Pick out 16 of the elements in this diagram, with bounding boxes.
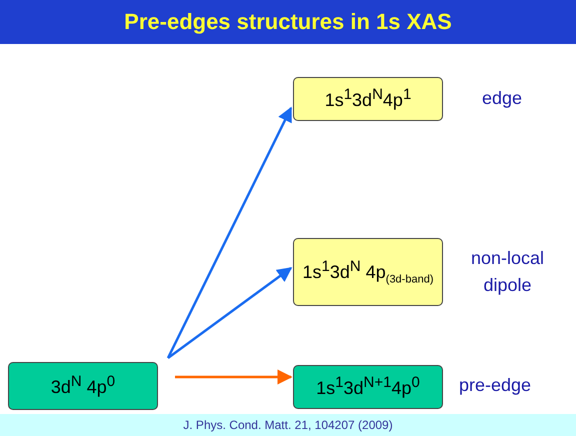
arrow (175, 370, 292, 384)
arrow (167, 267, 292, 359)
title-bar: Pre-edges structures in 1s XAS (0, 0, 576, 44)
state-box (293, 238, 443, 306)
state-label: 1s$^{1}$3d$^{N}$ 4p$_{(3d-band)}$ (302, 256, 434, 288)
transition-label: non-local dipole (470, 247, 546, 297)
caption: J. Phys. Cond. Matt. 21, 104207 (2009) (0, 414, 576, 436)
state-box (8, 362, 158, 410)
arrow (166, 106, 292, 359)
state-label: 3d$^{N}$ 4p$^{0}$ (50, 372, 116, 399)
state-label: 1s$^{1}$3d$^{N}$4p$^{1}$ (324, 85, 412, 112)
state-label: 1s$^{1}$3d$^{N+1}$4p$^{0}$ (316, 373, 420, 400)
transition-label: pre-edge (458, 374, 532, 397)
state-box (293, 77, 443, 121)
state-box (293, 365, 443, 409)
transition-label: edge (480, 87, 524, 110)
